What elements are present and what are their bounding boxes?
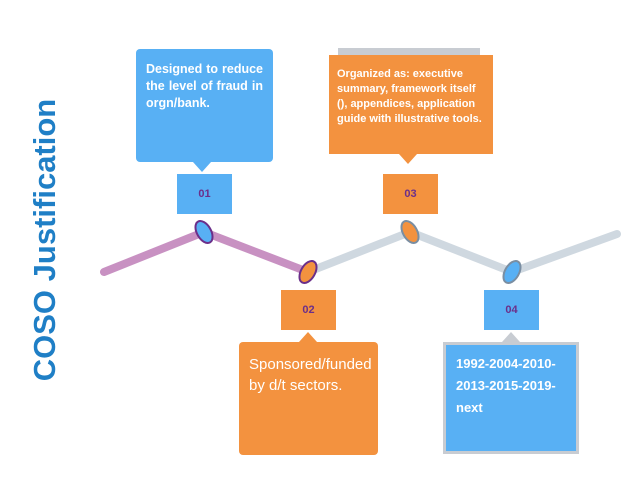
number-01: 01	[198, 188, 211, 200]
callout-02-pointer	[299, 332, 317, 342]
number-badge-04: 04	[484, 290, 539, 330]
callout-03-pointer	[399, 154, 417, 164]
callout-01-pointer	[193, 162, 211, 172]
timeline-segment-3	[304, 228, 414, 276]
number-02: 02	[302, 304, 315, 316]
timeline-segment-2	[200, 228, 312, 276]
number-badge-02: 02	[281, 290, 336, 330]
callout-03-frame	[338, 48, 480, 58]
timeline-node-04	[502, 260, 522, 284]
number-04: 04	[505, 304, 518, 316]
timeline-node-01	[194, 220, 214, 244]
callout-04-pointer	[502, 332, 520, 342]
callout-03: Organized as: executive summary, framewo…	[329, 55, 493, 154]
number-badge-03: 03	[383, 174, 438, 214]
number-03: 03	[404, 188, 417, 200]
number-badge-01: 01	[177, 174, 232, 214]
timeline-segment-1	[100, 228, 208, 276]
timeline-segment-4	[406, 228, 516, 276]
callout-01-text: Designed to reduce the level of fraud in…	[146, 62, 263, 110]
callout-04: 1992-2004-2010-2013-2015-2019-next	[443, 342, 579, 454]
timeline-segment-5	[508, 230, 621, 276]
callout-01: Designed to reduce the level of fraud in…	[136, 49, 273, 162]
timeline-node-02	[298, 260, 318, 284]
timeline-node-03	[400, 220, 420, 244]
callout-02-text: Sponsored/funded by d/t sectors.	[249, 356, 372, 394]
callout-02: Sponsored/funded by d/t sectors.	[239, 342, 378, 455]
callout-03-text: Organized as: executive summary, framewo…	[337, 68, 482, 125]
callout-04-text: 1992-2004-2010-2013-2015-2019-next	[456, 356, 556, 415]
